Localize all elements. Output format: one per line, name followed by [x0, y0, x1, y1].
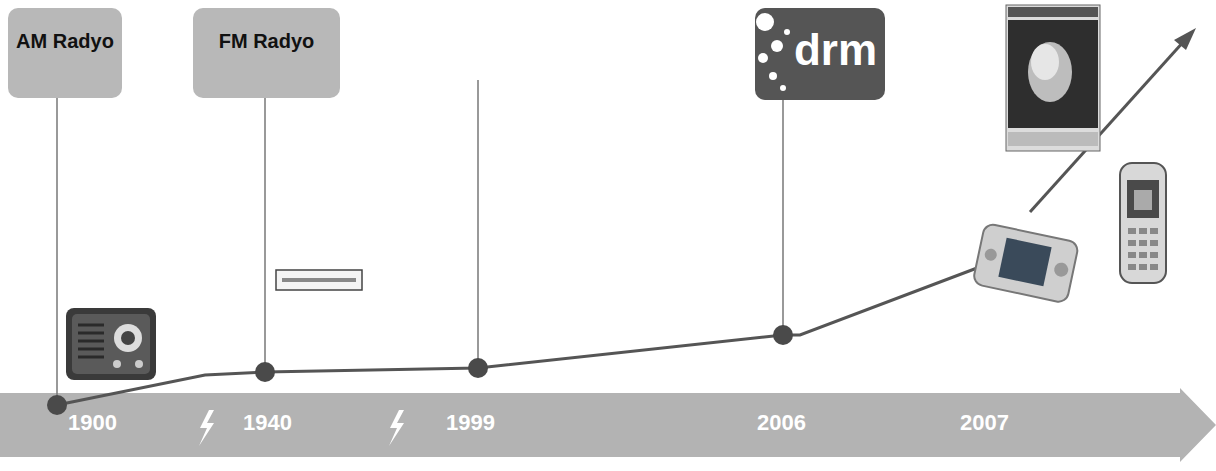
growth-line	[57, 265, 985, 405]
timeline-dot	[255, 362, 275, 382]
year-label: 1999	[446, 410, 495, 436]
stem-line	[56, 98, 58, 403]
era-label: FM Radyo	[201, 30, 332, 52]
era-label: AM Radyo	[16, 30, 114, 52]
timeline-dot	[468, 358, 488, 378]
year-label: 2006	[757, 410, 806, 436]
break-symbol	[199, 410, 214, 446]
stem-line	[264, 98, 266, 370]
timeline-dot	[773, 325, 793, 345]
small-tag-icon	[276, 270, 362, 290]
arrow-head	[1174, 28, 1196, 50]
logo-dots	[755, 8, 795, 100]
break-symbol	[389, 410, 404, 446]
timeline-dot	[47, 395, 67, 415]
mobile-phone-icon	[1120, 163, 1166, 283]
year-label: 2007	[960, 410, 1009, 436]
era-box: FM Radyo	[193, 8, 340, 98]
old-radio-icon	[66, 308, 156, 380]
video-screen-icon	[1006, 5, 1100, 151]
logo-box: drm	[755, 8, 885, 100]
year-label: 1940	[243, 410, 292, 436]
stem-line	[782, 100, 784, 333]
axis-arrow	[0, 388, 1216, 462]
stem-line	[477, 80, 479, 366]
logo-text: drm	[763, 26, 877, 74]
media-player-icon	[972, 223, 1079, 304]
year-label: 1900	[68, 410, 117, 436]
era-box: AM Radyo	[8, 8, 122, 98]
